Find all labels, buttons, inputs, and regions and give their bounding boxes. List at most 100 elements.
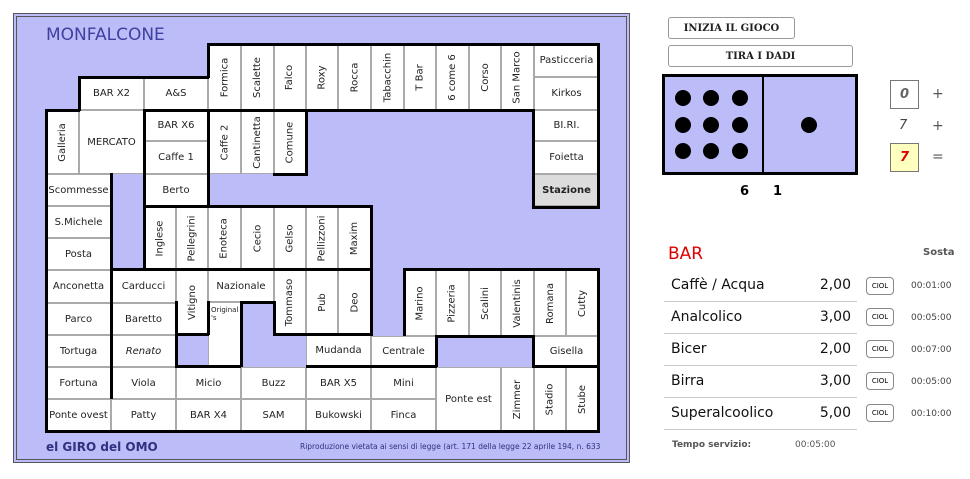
board-cell-san-marco[interactable]: San Marco bbox=[501, 44, 534, 110]
bar-item-name: Caffè / Acqua bbox=[671, 277, 765, 293]
board-cell-cecio[interactable]: Cecio bbox=[241, 206, 274, 270]
board-cell-viola[interactable]: Viola bbox=[111, 367, 176, 399]
board-cell-vitigno[interactable]: Vitigno bbox=[176, 270, 208, 334]
board-cell-pasticceria[interactable]: Pasticceria bbox=[534, 44, 599, 77]
board-cell-pellizzoni[interactable]: Pellizzoni bbox=[306, 206, 338, 270]
board-cell-ponte-ovest[interactable]: Ponte ovest bbox=[46, 399, 111, 431]
board-cell-centrale[interactable]: Centrale bbox=[371, 336, 436, 367]
board-cell-as[interactable]: A&S bbox=[144, 77, 208, 110]
board-cell-falco[interactable]: Falco bbox=[274, 44, 306, 110]
board-cell-originals[interactable]: Original 's bbox=[208, 302, 241, 367]
path-line bbox=[403, 268, 600, 271]
board-cell-6-come-6[interactable]: 6 come 6 bbox=[436, 44, 469, 110]
ciol-button[interactable]: CIOL bbox=[866, 404, 894, 422]
board-cell-bar-x5[interactable]: BAR X5 bbox=[306, 367, 371, 399]
board-cell-valentinis[interactable]: Valentinis bbox=[501, 270, 534, 336]
path-line bbox=[45, 430, 600, 433]
ciol-button[interactable]: CIOL bbox=[866, 308, 894, 326]
path-line bbox=[110, 173, 113, 270]
path-line bbox=[175, 333, 209, 336]
board-cell-cutty[interactable]: Cutty bbox=[566, 270, 599, 336]
board-cell-stadio[interactable]: Stadio bbox=[534, 367, 566, 431]
service-time-label: Tempo servizio: bbox=[672, 440, 752, 450]
die1-pip bbox=[675, 143, 691, 159]
board-cell-comune[interactable]: Comune bbox=[274, 110, 306, 174]
ciol-button[interactable]: CIOL bbox=[866, 372, 894, 390]
board-cell-inglese[interactable]: Inglese bbox=[144, 206, 176, 270]
board-cell-parco[interactable]: Parco bbox=[46, 303, 111, 335]
board-cell-tortuga[interactable]: Tortuga bbox=[46, 335, 111, 367]
board-cell-bar-x6[interactable]: BAR X6 bbox=[144, 110, 208, 141]
bar-item-name: Bicer bbox=[671, 341, 707, 357]
board-cell-mercato[interactable]: MERCATO bbox=[79, 110, 144, 174]
board-cell-stube[interactable]: Stube bbox=[566, 367, 599, 431]
path-line bbox=[532, 206, 600, 209]
board-cell-stazione[interactable]: Stazione bbox=[534, 174, 599, 206]
board-cell-enoteca[interactable]: Enoteca bbox=[208, 206, 241, 270]
board-cell-corso[interactable]: Corso bbox=[469, 44, 501, 110]
die1-pip bbox=[675, 117, 691, 133]
board-cell-fortuna[interactable]: Fortuna bbox=[46, 367, 111, 399]
board-cell-caffe-2[interactable]: Caffe 2 bbox=[208, 110, 241, 174]
bar-item-price: 2,00 bbox=[819, 277, 851, 293]
die1-pip bbox=[703, 143, 719, 159]
board-cell-foietta[interactable]: Foietta bbox=[534, 141, 599, 174]
board-cell-rocca[interactable]: Rocca bbox=[338, 44, 371, 110]
board-cell-deo[interactable]: Deo bbox=[338, 270, 371, 334]
board-cell-bar-x4[interactable]: BAR X4 bbox=[176, 399, 241, 431]
board-cell-ponte-est[interactable]: Ponte est bbox=[436, 367, 501, 431]
board-cell-bar-x2[interactable]: BAR X2 bbox=[79, 77, 144, 110]
board-cell-posta[interactable]: Posta bbox=[46, 238, 111, 270]
board-cell-pub[interactable]: Pub bbox=[306, 270, 338, 334]
bar-item-name: Superalcoolico bbox=[671, 405, 774, 421]
board-cell-s-michele[interactable]: S.Michele bbox=[46, 206, 111, 238]
path-line bbox=[110, 268, 113, 399]
board-cell-anconetta[interactable]: Anconetta bbox=[46, 270, 111, 303]
board-cell-micio[interactable]: Micio bbox=[176, 367, 241, 399]
board-cell-scalette[interactable]: Scalette bbox=[241, 44, 274, 110]
board-cell-bukowski[interactable]: Bukowski bbox=[306, 399, 371, 431]
board-cell-gelso[interactable]: Gelso bbox=[274, 206, 306, 270]
start-game-button[interactable]: INIZIA IL GIOCO bbox=[668, 17, 795, 39]
board-cell-finca[interactable]: Finca bbox=[371, 399, 436, 431]
board-cell-scommesse[interactable]: Scommesse bbox=[46, 174, 111, 206]
board-cell-zimmer[interactable]: Zimmer bbox=[501, 367, 534, 431]
board-cell-biri[interactable]: BI.RI. bbox=[534, 110, 599, 141]
equals-sign: = bbox=[932, 149, 944, 165]
board-cell-sam[interactable]: SAM bbox=[241, 399, 306, 431]
board-cell-pizzeria[interactable]: Pizzeria bbox=[436, 270, 469, 336]
board-cell-buzz[interactable]: Buzz bbox=[241, 367, 306, 399]
board-cell-pellegrini[interactable]: Pellegrini bbox=[176, 206, 208, 270]
board-cell-romana[interactable]: Romana bbox=[534, 270, 566, 336]
board-cell-roxy[interactable]: Roxy bbox=[306, 44, 338, 110]
board-cell-scalini[interactable]: Scalini bbox=[469, 270, 501, 336]
path-line bbox=[207, 43, 210, 78]
path-line bbox=[273, 301, 276, 335]
board-cell-marino[interactable]: Marino bbox=[404, 270, 436, 336]
board-cell-tommaso[interactable]: Tommaso bbox=[274, 270, 306, 334]
board-cell-galleria[interactable]: Galleria bbox=[46, 110, 79, 174]
board-cell-patty[interactable]: Patty bbox=[111, 399, 176, 431]
board-cell-mini[interactable]: Mini bbox=[371, 367, 436, 399]
town-title: MONFALCONE bbox=[46, 25, 165, 45]
ciol-button[interactable]: CIOL bbox=[866, 277, 894, 295]
board-cell-maxim[interactable]: Maxim bbox=[338, 206, 371, 270]
board-cell-caffe-1[interactable]: Caffe 1 bbox=[144, 141, 208, 174]
board-cell-cantinetta[interactable]: Cantinetta bbox=[241, 110, 274, 174]
board-cell-tabacchin[interactable]: Tabacchin bbox=[371, 44, 404, 110]
board-cell-carducci[interactable]: Carducci bbox=[111, 270, 176, 303]
ciol-button[interactable]: CIOL bbox=[866, 340, 894, 358]
roll-dice-button[interactable]: TIRA I DADI bbox=[668, 45, 853, 67]
board-cell-kirkos[interactable]: Kirkos bbox=[534, 77, 599, 110]
path-line bbox=[403, 268, 406, 336]
board-cell-tbar[interactable]: T Bar bbox=[404, 44, 436, 110]
path-line bbox=[305, 109, 308, 175]
board-cell-baretto[interactable]: Baretto bbox=[111, 303, 176, 335]
board-cell-gisella[interactable]: Gisella bbox=[534, 336, 599, 367]
board-cell-mudanda[interactable]: Mudanda bbox=[306, 334, 371, 367]
board-cell-formica[interactable]: Formica bbox=[208, 44, 241, 110]
score-previous: 0 bbox=[890, 80, 919, 109]
board-cell-renato[interactable]: Renato bbox=[111, 335, 176, 367]
board-cell-berto[interactable]: Berto bbox=[144, 174, 208, 206]
board-cell-nazionale[interactable]: Nazionale bbox=[208, 270, 274, 302]
